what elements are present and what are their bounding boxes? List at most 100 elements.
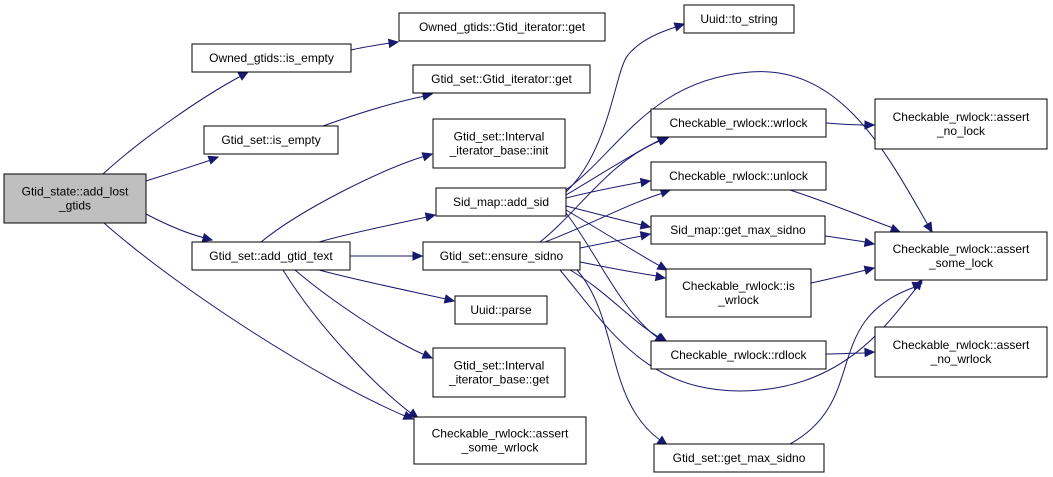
node-box bbox=[422, 241, 581, 271]
node-label: Owned_gtids::Gtid_iterator::get bbox=[419, 20, 586, 34]
arrowhead bbox=[863, 237, 876, 247]
node-gtidset-iter-get[interactable]: Gtid_set::Gtid_iterator::get bbox=[412, 64, 591, 94]
arrowhead bbox=[923, 221, 933, 234]
edge-line bbox=[103, 222, 406, 417]
node-label: _no_wrlock bbox=[930, 352, 993, 366]
node-box bbox=[398, 12, 606, 42]
node-interval-get[interactable]: Gtid_set::Interval_iterator_base::get bbox=[432, 347, 566, 398]
arrowhead bbox=[639, 220, 652, 230]
edge-sid_add_sid-to-rdlock bbox=[565, 212, 667, 343]
node-wrlock[interactable]: Checkable_rwlock::wrlock bbox=[650, 108, 827, 138]
edge-gtidset_is_empty-to-gtidset_iter_get bbox=[322, 91, 434, 127]
node-owned-iter-get[interactable]: Owned_gtids::Gtid_iterator::get bbox=[398, 12, 606, 42]
node-assert-some-wrlock[interactable]: Checkable_rwlock::assert_some_wrlock bbox=[413, 416, 587, 465]
edge-sid_get_max_sidno-to-assert_some_lock bbox=[824, 235, 876, 247]
arrowhead bbox=[864, 347, 876, 358]
node-box bbox=[454, 295, 548, 325]
node-label: Gtid_set::get_max_sidno bbox=[673, 451, 806, 465]
node-box bbox=[191, 241, 351, 271]
edge-line bbox=[579, 235, 643, 249]
node-rdlock[interactable]: Checkable_rwlock::rdlock bbox=[650, 340, 827, 370]
edge-add_gtid_text-to-ensure_sidno bbox=[350, 251, 424, 261]
edge-line bbox=[565, 209, 661, 267]
arrowhead bbox=[673, 22, 686, 32]
node-label: Gtid_set::Interval bbox=[454, 130, 545, 144]
node-is-wrlock[interactable]: Checkable_rwlock::is_wrlock bbox=[665, 268, 812, 318]
edge-root-to-owned_is_empty bbox=[102, 71, 250, 175]
node-label: Checkable_rwlock::assert bbox=[893, 338, 1030, 352]
edge-line bbox=[102, 75, 242, 175]
arrowhead bbox=[387, 38, 400, 49]
arrowhead bbox=[864, 120, 876, 130]
node-box bbox=[432, 347, 566, 398]
edge-line bbox=[565, 205, 643, 226]
arrowhead bbox=[911, 281, 924, 291]
arrowhead bbox=[407, 408, 419, 419]
edge-line bbox=[565, 139, 661, 196]
arrowhead bbox=[656, 261, 669, 271]
node-box bbox=[874, 231, 1048, 281]
node-label: Checkable_rwlock::wrlock bbox=[669, 116, 808, 130]
node-assert-some-lock[interactable]: Checkable_rwlock::assert_some_lock bbox=[874, 231, 1048, 281]
edge-add_gtid_text-to-assert_some_wrlock bbox=[282, 269, 419, 419]
node-sid-add-sid[interactable]: Sid_map::add_sid bbox=[435, 187, 567, 217]
edge-ensure_sidno-to-sid_get_max_sidno bbox=[579, 231, 652, 249]
node-box bbox=[650, 108, 827, 138]
edge-ensure_sidno-to-is_wrlock bbox=[579, 261, 667, 282]
node-uuid-to-string[interactable]: Uuid::to_string bbox=[683, 4, 795, 34]
node-assert-no-lock[interactable]: Checkable_rwlock::assert_no_lock bbox=[874, 98, 1048, 150]
node-label: Gtid_set::Interval bbox=[454, 359, 545, 373]
node-owned-is-empty[interactable]: Owned_gtids::is_empty bbox=[191, 43, 352, 73]
node-assert-no-wrlock[interactable]: Checkable_rwlock::assert_no_wrlock bbox=[874, 326, 1048, 378]
node-sid-get-max-sidno[interactable]: Sid_map::get_max_sidno bbox=[650, 215, 826, 245]
edge-root-to-add_gtid_text bbox=[145, 213, 214, 243]
node-label: Uuid::to_string bbox=[700, 12, 777, 26]
edge-owned_is_empty-to-owned_iter_get bbox=[350, 38, 400, 51]
node-uuid-parse[interactable]: Uuid::parse bbox=[454, 295, 548, 325]
node-ensure-sidno[interactable]: Gtid_set::ensure_sidno bbox=[422, 241, 581, 271]
node-label: Uuid::parse bbox=[470, 303, 532, 317]
edge-line bbox=[318, 269, 447, 300]
edge-add_gtid_text-to-sid_add_sid bbox=[318, 212, 437, 243]
node-box bbox=[650, 161, 827, 191]
edge-line bbox=[825, 352, 867, 355]
node-box bbox=[874, 326, 1048, 378]
node-label: Checkable_rwlock::is bbox=[682, 279, 795, 293]
node-interval-init[interactable]: Gtid_set::Interval_iterator_base::init bbox=[432, 118, 566, 169]
node-label: _wrlock bbox=[717, 293, 760, 307]
arrowhead bbox=[424, 212, 437, 222]
edge-add_gtid_text-to-interval_init bbox=[260, 152, 434, 243]
edge-sid_add_sid-to-assert_some_lock bbox=[565, 71, 933, 234]
node-label: Gtid_set::is_empty bbox=[221, 133, 320, 147]
node-label: Gtid_set::Gtid_iterator::get bbox=[431, 72, 572, 86]
node-gtidset-get-max-sidno[interactable]: Gtid_set::get_max_sidno bbox=[653, 443, 825, 473]
node-box bbox=[650, 340, 827, 370]
edge-sid_add_sid-to-is_wrlock bbox=[565, 209, 669, 271]
edge-line bbox=[576, 269, 661, 441]
edge-line bbox=[579, 261, 658, 277]
node-gtidset-is-empty[interactable]: Gtid_set::is_empty bbox=[203, 125, 339, 155]
arrowhead bbox=[421, 152, 434, 162]
node-root[interactable]: Gtid_state::add_lost_gtids bbox=[3, 173, 147, 224]
node-box bbox=[665, 268, 812, 318]
node-label: Owned_gtids::is_empty bbox=[209, 51, 334, 65]
edge-line bbox=[145, 213, 206, 239]
edge-ensure_sidno-to-unlock bbox=[544, 188, 672, 243]
node-add-gtid-text[interactable]: Gtid_set::add_gtid_text bbox=[191, 241, 351, 271]
edge-line bbox=[565, 181, 643, 199]
node-box bbox=[413, 416, 587, 465]
edge-line bbox=[260, 155, 426, 243]
edge-line bbox=[825, 122, 867, 126]
node-unlock[interactable]: Checkable_rwlock::unlock bbox=[650, 161, 827, 191]
nodes: Gtid_state::add_lost_gtids Owned_gtids::i… bbox=[3, 4, 1048, 473]
edge-line bbox=[282, 269, 413, 415]
arrowhead bbox=[421, 349, 434, 359]
edge-line bbox=[810, 269, 867, 284]
node-box bbox=[650, 215, 826, 245]
edge-line bbox=[565, 71, 929, 226]
node-label: Checkable_rwlock::assert bbox=[893, 110, 1030, 124]
edge-line bbox=[350, 42, 391, 51]
edge-wrlock-to-assert_no_lock bbox=[825, 120, 876, 130]
node-label: _some_wrlock bbox=[461, 441, 540, 455]
